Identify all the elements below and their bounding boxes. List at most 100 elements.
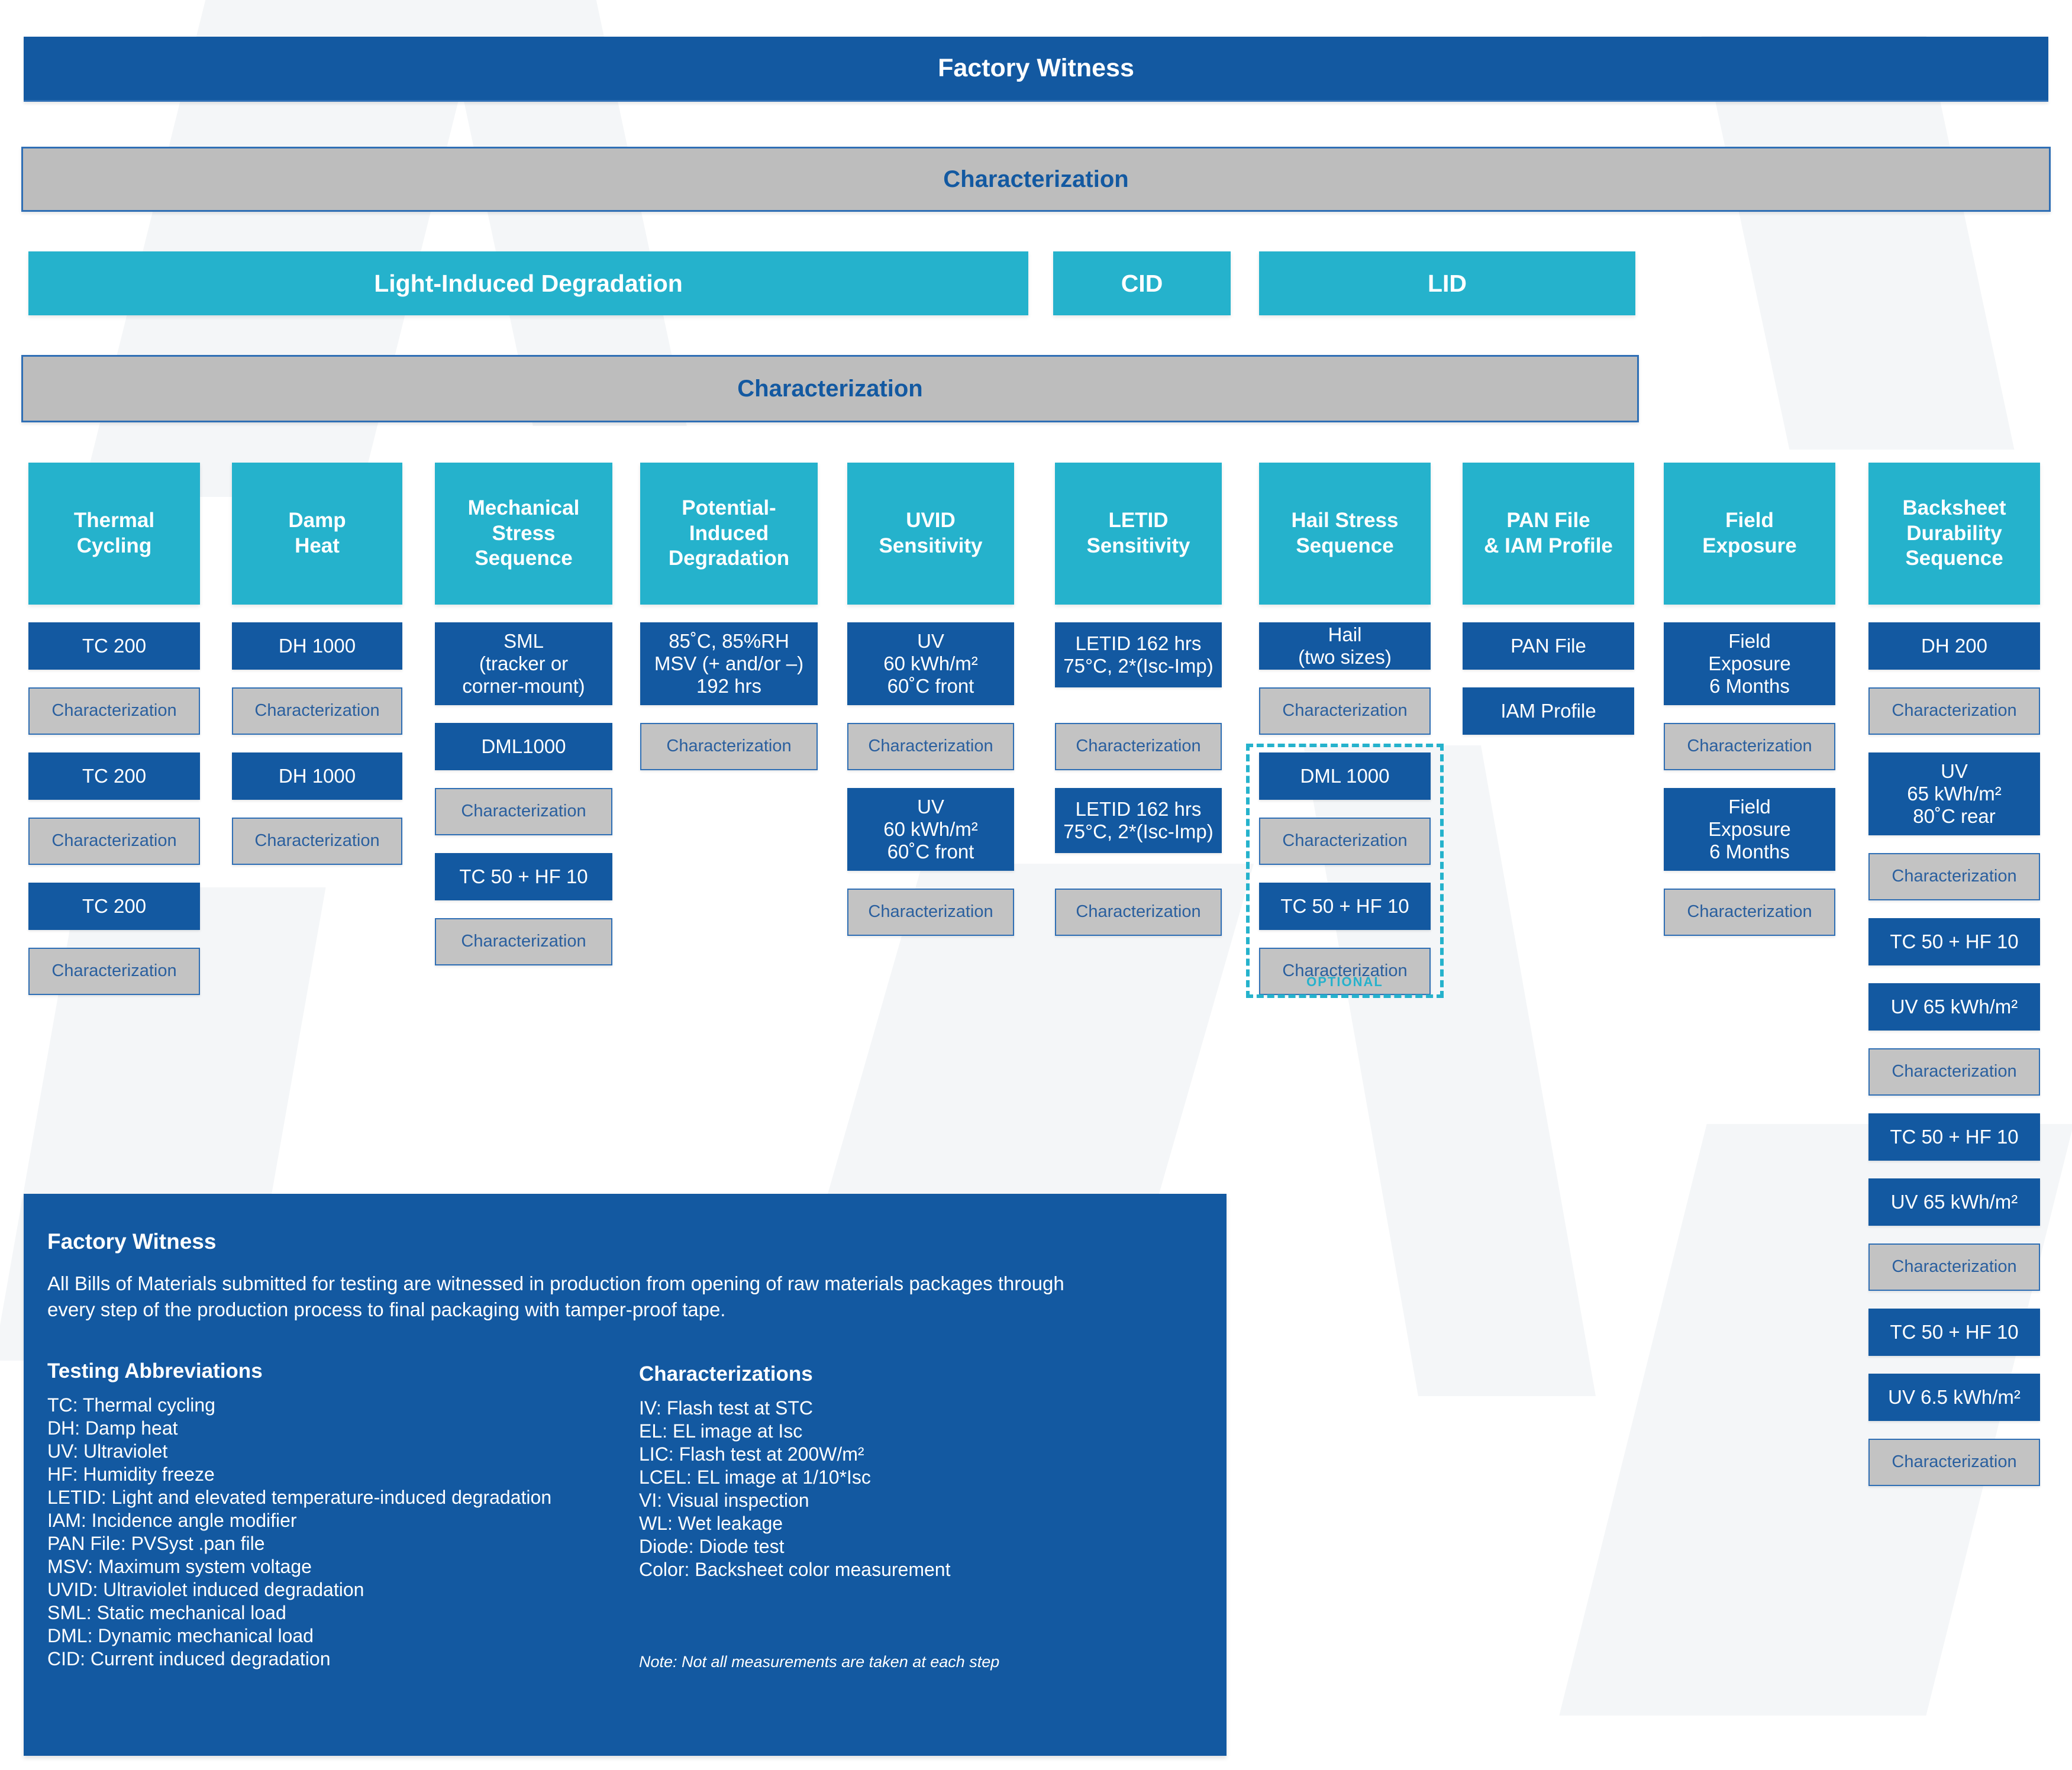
step-label-line: MSV (+ and/or –) [654,652,804,674]
characterization-chip-1-6: Characterization [28,948,200,995]
step-label-line: Hail [1328,623,1362,645]
characterization-item: IV: Flash test at STC [639,1397,814,1419]
step-label-line: TC 50 + HF 10 [1890,930,2019,952]
characterization-chip-10-4: Characterization [1868,853,2040,900]
step-label-line: Characterization [51,831,177,851]
step-label-line: UV 6.5 kWh/m² [1888,1385,2021,1408]
step-label-line: 60 kWh/m² [883,818,978,840]
column-header-line: Stress [492,521,556,545]
step-label-line: 75°C, 2*(Isc-Imp) [1063,821,1213,842]
step-chip-1-3: TC 200 [28,752,200,800]
legend-panel: Factory Witness All Bills of Materials s… [24,1194,1227,1756]
step-label-line: Characterization [1892,701,2017,721]
step-label-line: DH 200 [1921,634,1987,657]
characterization-chip-3-3: Characterization [435,788,612,835]
characterization-chip-10-13: Characterization [1868,1439,2040,1486]
characterization-chip-1-4: Characterization [28,818,200,865]
step-label-line: 6 Months [1709,675,1790,697]
characterization-chip-10-2: Characterization [1868,687,2040,735]
characterization-chip-6-4: Characterization [1055,889,1222,936]
characterization-chip-9-4: Characterization [1664,889,1835,936]
step-label-line: UV [1941,760,1968,782]
step-chip-10-6: UV 65 kWh/m² [1868,983,2040,1031]
abbreviation-item: MSV: Maximum system voltage [47,1556,312,1578]
characterization-item: WL: Wet leakage [639,1513,783,1535]
column-header-line: Sequence [1905,547,2003,570]
characterization-item: LIC: Flash test at 200W/m² [639,1443,864,1465]
legend-note: Note: Not all measurements are taken at … [639,1653,1000,1671]
step-label-line: LETID 162 hrs [1075,797,1202,820]
testing-abbreviations-title: Testing Abbreviations [47,1359,263,1383]
step-chip-1-1: TC 200 [28,622,200,670]
column-header-line: Degradation [668,547,790,570]
step-label-line: SML [504,629,544,652]
step-chip-10-8: TC 50 + HF 10 [1868,1113,2040,1161]
step-label-line: 85˚C, 85%RH [669,629,789,652]
characterization-item: Color: Backsheet color measurement [639,1559,951,1581]
step-label-line: Characterization [868,737,993,756]
column-header-line: LETID [1108,509,1169,532]
step-label-line: Characterization [666,737,792,756]
column-header-line: Hail Stress [1291,509,1399,532]
step-label-line: UV 65 kWh/m² [1890,995,2018,1018]
characterization-chip-9-2: Characterization [1664,723,1835,770]
step-label-line: corner-mount) [462,675,585,697]
abbreviation-item: SML: Static mechanical load [47,1602,286,1624]
step-label-line: Characterization [868,902,993,922]
step-label-line: Exposure [1708,818,1791,840]
step-label-line: TC 50 + HF 10 [1890,1320,2019,1343]
step-label-line: PAN File [1511,634,1586,657]
characterization-item: EL: EL image at Isc [639,1420,803,1442]
column-header-line: UVID [906,509,956,532]
step-label-line: 6 Months [1709,841,1790,863]
column-header-line: Mechanical [467,496,580,519]
abbreviation-item: PAN File: PVSyst .pan file [47,1533,265,1555]
cid-bar: CID [1053,251,1231,315]
column-header-line: Sequence [475,547,573,570]
step-label-line: Characterization [254,831,380,851]
characterization-chip-5-2: Characterization [847,723,1014,770]
characterization-chip-10-10: Characterization [1868,1243,2040,1291]
characterization-chip-2-2: Characterization [232,687,402,735]
column-header-line: Thermal [73,509,155,532]
characterization-item: LCEL: EL image at 1/10*Isc [639,1467,871,1488]
step-label-line: 60˚C front [887,841,974,863]
column-header-line: Potential- [682,496,776,519]
optional-dashed-frame [1246,744,1444,998]
step-label-line: DML1000 [481,735,566,757]
column-header-line: Sensitivity [1086,534,1190,557]
step-label-line: DH 1000 [278,764,356,787]
abbreviation-item: UV: Ultraviolet [47,1440,168,1462]
step-chip-10-5: TC 50 + HF 10 [1868,918,2040,965]
characterizations-title: Characterizations [639,1362,813,1385]
characterization-item: Diode: Diode test [639,1536,785,1558]
step-label-line: DH 1000 [278,634,356,657]
step-chip-10-1: DH 200 [1868,622,2040,670]
legend-title: Factory Witness [47,1229,217,1254]
characterization-chip-6-2: Characterization [1055,723,1222,770]
column-header-line: Damp [288,509,346,532]
abbreviation-item: TC: Thermal cycling [47,1394,215,1416]
step-label-line: Characterization [1687,737,1812,756]
step-label-line: 60 kWh/m² [883,652,978,674]
column-header-line: Backsheet [1902,496,2006,519]
step-label-line: Characterization [51,961,177,981]
step-label-line: TC 50 + HF 10 [459,865,588,887]
optional-label: OPTIONAL [1306,974,1383,989]
step-label-line: Characterization [1892,1062,2017,1081]
characterization-chip-5-4: Characterization [847,889,1014,936]
step-chip-3-4: TC 50 + HF 10 [435,853,612,900]
step-label-line: UV [917,629,944,652]
step-label-line: 80˚C rear [1913,805,1996,828]
step-label-line: TC 200 [82,764,147,787]
column-header-line: PAN File [1506,509,1590,532]
